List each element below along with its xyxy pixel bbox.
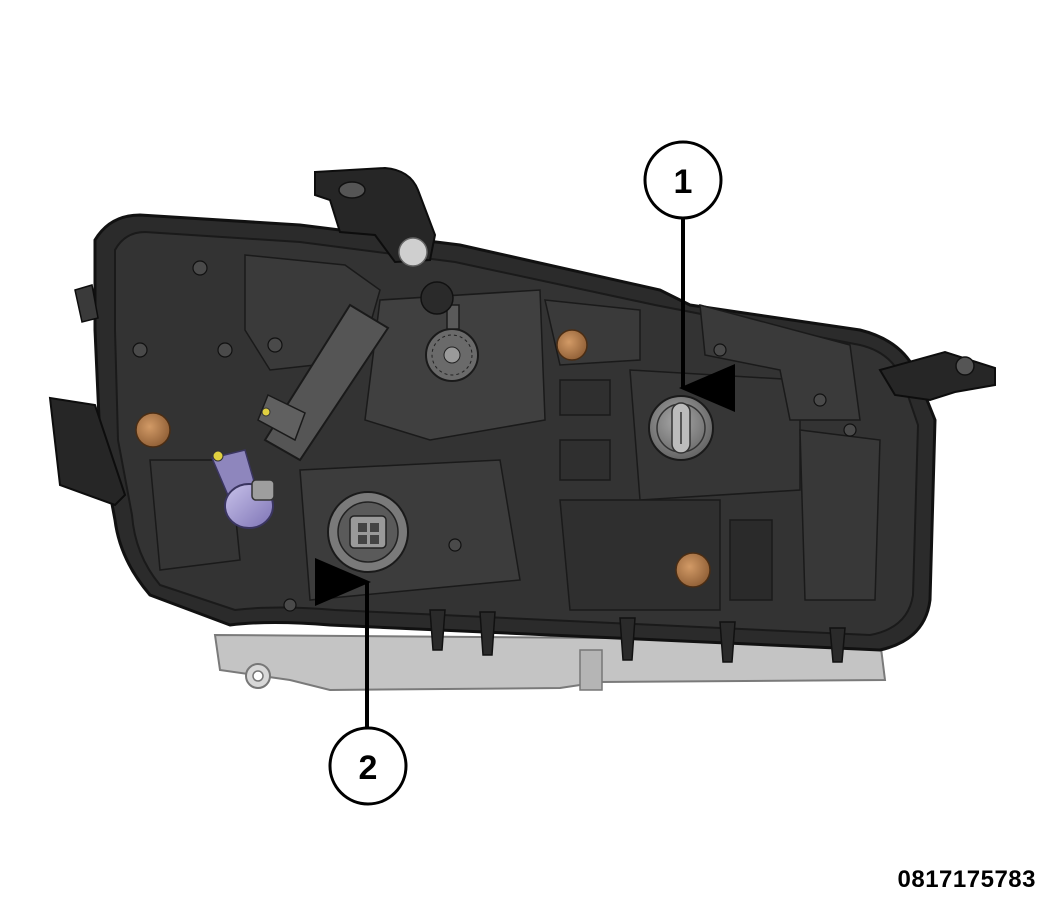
connector-socket-2 [327, 491, 409, 573]
left-side-clips [48, 284, 127, 507]
callout-1-circle [643, 140, 723, 220]
right-mounting-tab [878, 350, 996, 402]
bottom-prongs [429, 609, 846, 663]
bolt-heads [132, 260, 857, 612]
callout-2-label: 2 [359, 749, 378, 787]
lower-frame [213, 633, 887, 692]
adjuster-screws [135, 329, 711, 588]
cooling-fan [420, 281, 479, 382]
purple-bulb [210, 449, 275, 529]
callout-2: 2 [315, 558, 408, 806]
callout-2-circle [328, 726, 408, 806]
callout-1: 1 [643, 140, 735, 412]
figure-id: 0817175783 [897, 866, 1036, 893]
top-mounting-bracket [314, 166, 437, 267]
bulb-socket-1 [648, 395, 714, 461]
callout-1-label: 1 [674, 163, 693, 201]
vent-tube [257, 303, 390, 462]
